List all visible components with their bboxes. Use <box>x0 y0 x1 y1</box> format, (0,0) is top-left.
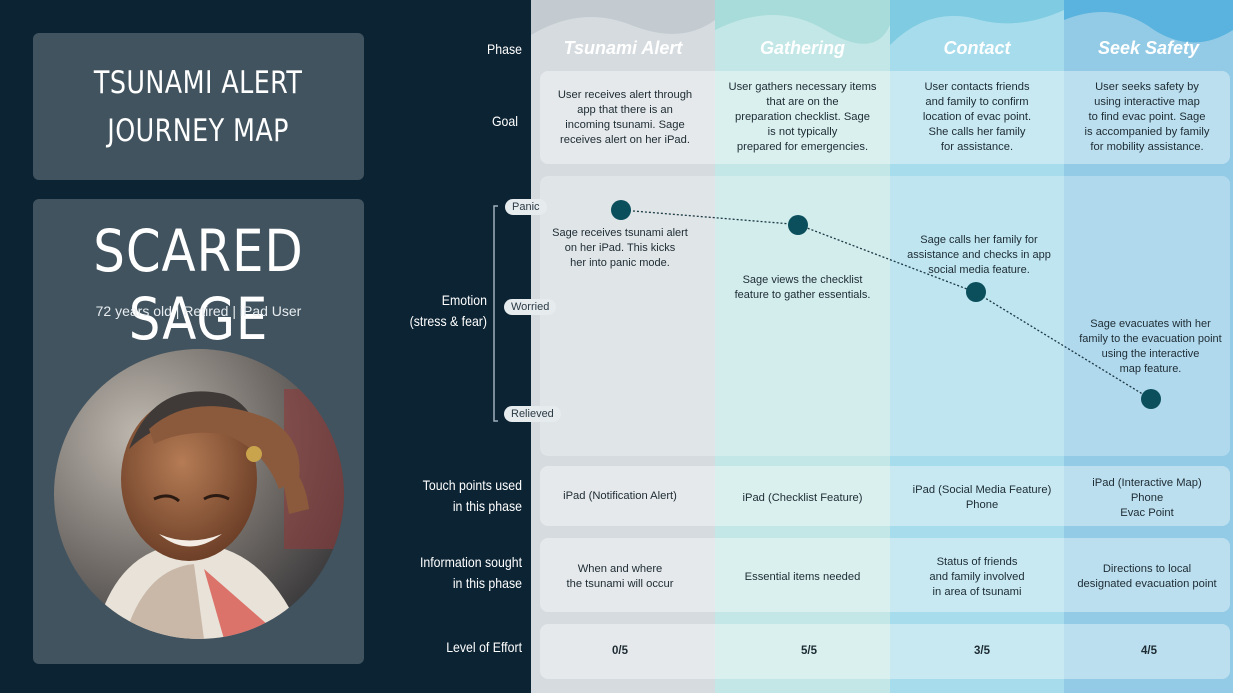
emotion-row <box>540 176 1230 456</box>
information-cell: Essential items needed <box>744 570 861 583</box>
row-label-phase: Phase <box>487 41 522 57</box>
information-cell: Directions to local designated evacuatio… <box>1077 563 1217 590</box>
elderly-woman-photo-icon <box>54 349 344 639</box>
goal-cell: User gathers necessary items that are on… <box>728 81 877 153</box>
emotion-note: Sage calls her family for assistance and… <box>907 234 1051 276</box>
phase-name-gathering: Gathering <box>759 38 845 58</box>
phase-name-contact: Contact <box>943 38 1011 58</box>
emotion-level-panic: Panic <box>505 199 547 215</box>
row-label-effort: Level of Effort <box>446 639 522 655</box>
persona-name: SCARED SAGE <box>93 217 304 353</box>
touch-points-cell: iPad (Social Media Feature) Phone <box>912 484 1052 511</box>
phase-column-contact <box>890 0 1064 693</box>
effort-row <box>540 624 1230 679</box>
goal-cell: User contacts friends and family to conf… <box>922 81 1032 153</box>
persona-meta: 72 years old | Retired | iPad User <box>95 303 302 319</box>
information-cell: Status of friends and family involved in… <box>929 555 1025 598</box>
phase-column-seek-safety <box>1064 0 1233 693</box>
touch-points-cell: iPad (Notification Alert) <box>563 489 677 502</box>
phase-name-seek-safety: Seek Safety <box>1097 38 1200 58</box>
effort-cell: 4/5 <box>1141 645 1157 657</box>
row-label-touch-points: Touch points used in this phase <box>422 477 522 514</box>
goal-row <box>540 71 1230 164</box>
row-label-information: Information sought in this phase <box>419 554 522 591</box>
emotion-level-relieved: Relieved <box>504 406 561 422</box>
effort-cell: 5/5 <box>801 645 817 657</box>
effort-cell: 0/5 <box>612 645 628 657</box>
goal-cell: User receives alert through app that the… <box>557 88 693 146</box>
persona-photo <box>54 349 344 639</box>
emotion-level-worried: Worried <box>504 299 557 315</box>
emotion-axis-bracket <box>493 205 498 422</box>
emotion-point-4 <box>1141 389 1161 410</box>
phase-name-tsunami-alert: Tsunami Alert <box>563 38 683 58</box>
touch-points-cell: iPad (Checklist Feature) <box>742 491 863 504</box>
touch-points-row <box>540 466 1230 526</box>
emotion-note: Sage views the checklist feature to gath… <box>734 274 871 301</box>
effort-cell: 3/5 <box>974 645 990 657</box>
information-cell: When and where the tsunami will occur <box>566 563 674 590</box>
page-title: TSUNAMI ALERT JOURNEY MAP <box>94 64 303 149</box>
information-row <box>540 538 1230 612</box>
emotion-point-3 <box>966 282 986 303</box>
phase-column-gathering <box>715 0 890 693</box>
phase-column-tsunami-alert <box>531 0 715 693</box>
emotion-point-2 <box>788 214 808 235</box>
row-label-emotion: Emotion (stress & fear) <box>409 292 487 329</box>
emotion-point-1 <box>611 200 631 220</box>
persona-card: SCARED SAGE 72 years old | Retired | iPa… <box>33 199 364 664</box>
touch-points-cell: iPad (Interactive Map) Phone Evac Point <box>1092 476 1202 519</box>
emotion-note: Sage evacuates with her family to the ev… <box>1079 318 1222 375</box>
title-card: TSUNAMI ALERT JOURNEY MAP <box>33 33 364 180</box>
emotion-note: Sage receives tsunami alert on her iPad.… <box>552 227 688 269</box>
goal-cell: User seeks safety by using interactive m… <box>1084 81 1210 153</box>
row-label-goal: Goal <box>491 113 518 129</box>
